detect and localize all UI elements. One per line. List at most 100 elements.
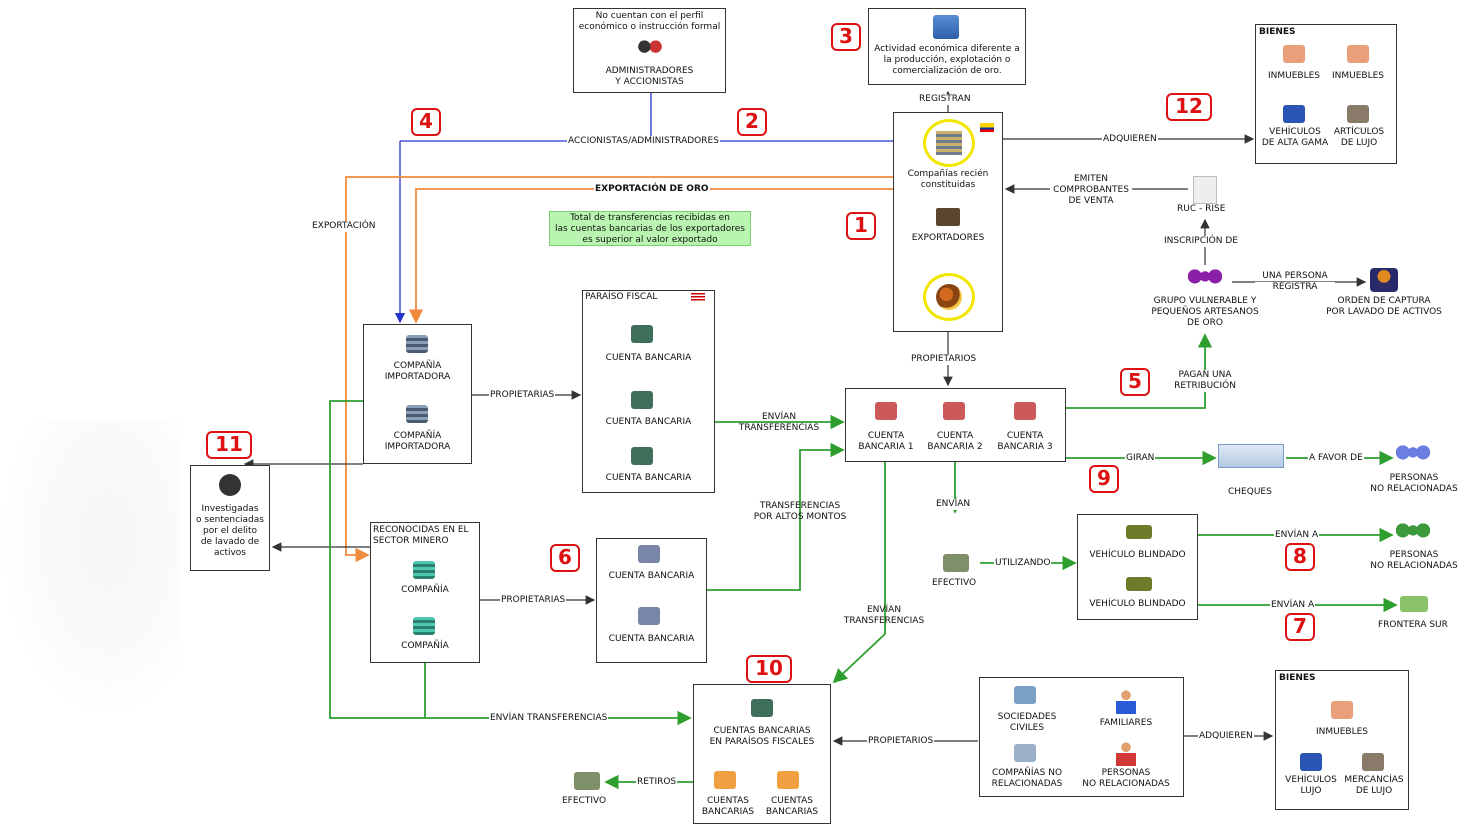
account-1-b: BANCARIA 1 [858, 442, 914, 452]
label-owners-bottom: PROPIETARIOS [867, 736, 935, 747]
exporters-box: Compañías recién constituidas EXPORTADOR… [893, 112, 1003, 332]
assets-bottom-title: BIENES [1279, 673, 1316, 683]
label-send-transfers-1: ENVÍAN [761, 412, 797, 422]
label-owners-importer: PROPIETARIAS [489, 390, 556, 401]
relatives-label: FAMILIARES [1099, 718, 1153, 728]
ecuador-flag-icon [980, 123, 994, 132]
person-icon [1116, 688, 1136, 714]
bank-account-icon [714, 771, 736, 789]
building-icon [406, 405, 428, 423]
administrators-box: No cuentan con el perfil económico o ins… [573, 8, 726, 93]
offshore-account-2-b: BANCARIAS [765, 807, 819, 817]
label-send-transfers-3: ENVÍAN [866, 605, 902, 615]
unrelated-companies-2: RELACIONADAS [991, 779, 1063, 789]
assets-bottom-goods-1: MERCANCÍAS [1344, 775, 1404, 785]
person-icon [1116, 740, 1136, 766]
investigated-line-2: o sentenciadas [196, 515, 264, 525]
assets-bottom-real-estate: INMUEBLES [1315, 727, 1368, 737]
step-badge-12: 12 [1166, 93, 1212, 121]
gavel-icon [219, 474, 241, 496]
unrelated-persons-1: PERSONAS [1101, 768, 1151, 778]
tax-haven-box: PARAÍSO FISCAL CUENTA BANCARIA CUENTA BA… [582, 290, 715, 493]
step-badge-10: 10 [746, 655, 792, 683]
importer-a-1: COMPAÑÍA [393, 361, 442, 371]
note-line-1: Total de transferencias recibidas en [570, 213, 730, 223]
step-badge-9: 9 [1089, 465, 1119, 493]
bank-account-icon [638, 545, 660, 563]
investigated-line-4: de lavado de [200, 537, 260, 547]
arrest-order-2: POR LAVADO DE ACTIVOS [1326, 307, 1442, 317]
assets-top-vehicles-2: DE ALTA GAMA [1261, 138, 1329, 148]
label-registration: INSCRIPCIÓN DE [1163, 236, 1239, 247]
label-issue-2: COMPROBANTES [1050, 185, 1132, 196]
people-group-icon [1396, 442, 1430, 468]
computer-icon [933, 15, 959, 39]
investigated-line-1: Investigadas [201, 504, 259, 514]
account-1-a: CUENTA [867, 431, 905, 441]
step-badge-4: 4 [411, 108, 441, 136]
assets-top-luxury-2: DE LUJO [1340, 138, 1378, 148]
usa-flag-icon [691, 293, 705, 302]
exporters-label: EXPORTADORES [911, 233, 985, 243]
offshore-account-1-b: BANCARIAS [701, 807, 755, 817]
cash-icon [943, 554, 969, 572]
step-badge-5: 5 [1120, 368, 1150, 396]
note-line-3: es superior al valor exportado [582, 235, 718, 245]
mining-title-1: RECONOCIDAS EN EL [373, 525, 469, 535]
factory-icon [936, 208, 960, 226]
step-badge-3: 3 [831, 23, 861, 51]
label-draw: GIRAN [1125, 453, 1156, 464]
label-pay-2: RETRIBUCIÓN [1160, 381, 1250, 392]
tax-haven-account-2: CUENTA BANCARIA [605, 417, 692, 427]
administrators-label-2: Y ACCIONISTAS [615, 77, 684, 87]
label-one-person-2: REGISTRA [1255, 282, 1335, 293]
armored-vehicle-icon [1126, 525, 1152, 539]
label-registran: REGISTRAN [918, 94, 972, 105]
assets-bottom-goods-2: DE LUJO [1355, 786, 1393, 796]
label-pay-1: PAGAN UNA [1160, 370, 1250, 381]
label-acquire-top: ADQUIEREN [1102, 134, 1158, 145]
mining-company-2: COMPAÑÍA [401, 641, 449, 651]
account-3-a: CUENTA [1006, 431, 1044, 441]
assets-top-title: BIENES [1259, 27, 1296, 37]
highlight-circle [923, 273, 975, 321]
investigated-line-5: activos [213, 548, 246, 558]
mining-companies-box: RECONOCIDAS EN EL SECTOR MINERO COMPAÑÍA… [370, 522, 480, 663]
account-6-1: CUENTA BANCARIA [608, 571, 695, 581]
check-icon [1218, 444, 1284, 468]
label-using: UTILIZANDO [994, 558, 1052, 569]
label-export: EXPORTACIÓN [311, 221, 377, 232]
southern-border-label: FRONTERA SUR [1377, 620, 1449, 631]
importer-box: COMPAÑÍA IMPORTADORA COMPAÑÍA IMPORTADOR… [363, 324, 472, 464]
house-icon [1331, 701, 1353, 719]
bank-account-icon [631, 325, 653, 343]
activity-line-2: la producción, explotación o [883, 55, 1011, 65]
assets-bottom-vehicles-2: LUJO [1300, 786, 1322, 796]
note-line-2: las cuentas bancarias de los exportadore… [555, 224, 745, 234]
bank-account-icon [631, 391, 653, 409]
offshore-line-1: CUENTAS BANCARIAS [713, 726, 811, 736]
importer-a-2: IMPORTADORA [384, 372, 451, 382]
account-2-b: BANCARIA 2 [927, 442, 983, 452]
unrelated-people-2-a: PERSONAS [1389, 550, 1439, 560]
bank-account-icon [1014, 402, 1036, 420]
assets-bottom-box: BIENES INMUEBLES VEHÍCULOS LUJO MERCANCÍ… [1275, 670, 1409, 810]
assets-top-real-estate-2: INMUEBLES [1331, 71, 1384, 81]
highlight-circle [923, 119, 975, 167]
label-send-transfers-2: TRANSFERENCIAS [735, 423, 823, 434]
arrest-icon [1370, 268, 1398, 292]
luxury-items-icon [1362, 753, 1384, 771]
vulnerable-line-2: PEQUEÑOS ARTESANOS [1151, 307, 1259, 317]
activity-line-3: comercialización de oro. [892, 66, 1002, 76]
tax-haven-account-3: CUENTA BANCARIA [605, 473, 692, 483]
label-send-to-2: ENVÍAN A [1270, 600, 1316, 611]
label-shareholders: ACCIONISTAS/ADMINISTRADORES [567, 136, 720, 147]
bank-account-icon [943, 402, 965, 420]
cash-icon [574, 772, 600, 790]
label-acquire-bottom: ADQUIEREN [1198, 731, 1254, 742]
luxury-items-icon [1347, 105, 1369, 123]
car-icon [1300, 753, 1322, 771]
bank-account-icon [777, 771, 799, 789]
investigated-line-3: por el delito [203, 526, 257, 536]
label-in-favor: A FAVOR DE [1308, 453, 1364, 464]
